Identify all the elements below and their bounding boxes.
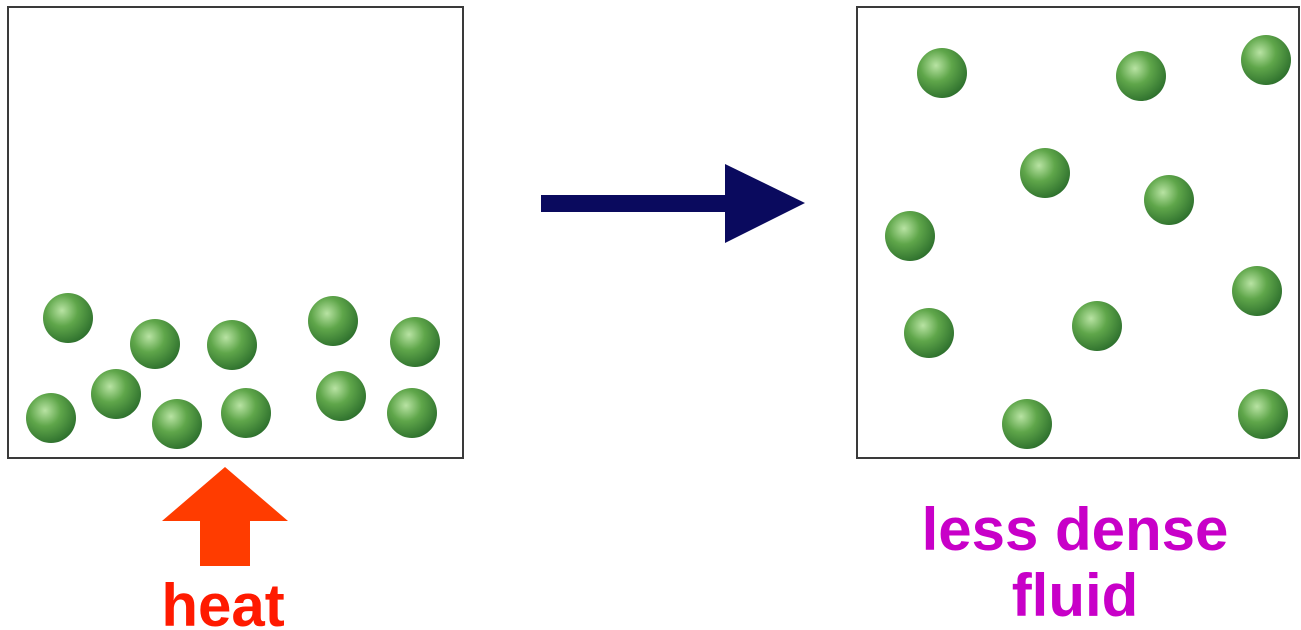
after-particle-icon	[1144, 175, 1194, 225]
after-particle-icon	[1241, 35, 1291, 85]
after-particle-icon	[1020, 148, 1070, 198]
after-particle-icon	[1116, 51, 1166, 101]
after-particle-icon	[917, 48, 967, 98]
before-particle-icon	[26, 393, 76, 443]
heat-label: heat	[161, 572, 284, 630]
particles-after	[885, 35, 1291, 449]
before-particle-icon	[308, 296, 358, 346]
container-after	[856, 6, 1300, 459]
after-particle-icon	[1002, 399, 1052, 449]
particles-before	[26, 293, 440, 449]
container-before-box	[7, 6, 464, 459]
before-particle-icon	[130, 319, 180, 369]
right-arrow-icon	[541, 164, 805, 243]
up-arrow-icon	[162, 467, 288, 566]
before-particle-icon	[43, 293, 93, 343]
after-particle-icon	[885, 211, 935, 261]
before-particle-icon	[91, 369, 141, 419]
after-particle-icon	[1232, 266, 1282, 316]
fluid-label: fluid	[1012, 562, 1139, 629]
before-particle-icon	[390, 317, 440, 367]
after-particle-icon	[904, 308, 954, 358]
after-particle-icon	[1072, 301, 1122, 351]
before-particle-icon	[316, 371, 366, 421]
before-particle-icon	[221, 388, 271, 438]
before-particle-icon	[387, 388, 437, 438]
less-dense-label: less dense	[922, 496, 1229, 563]
before-particle-icon	[152, 399, 202, 449]
before-particle-icon	[207, 320, 257, 370]
after-particle-icon	[1238, 389, 1288, 439]
container-before	[7, 6, 464, 459]
